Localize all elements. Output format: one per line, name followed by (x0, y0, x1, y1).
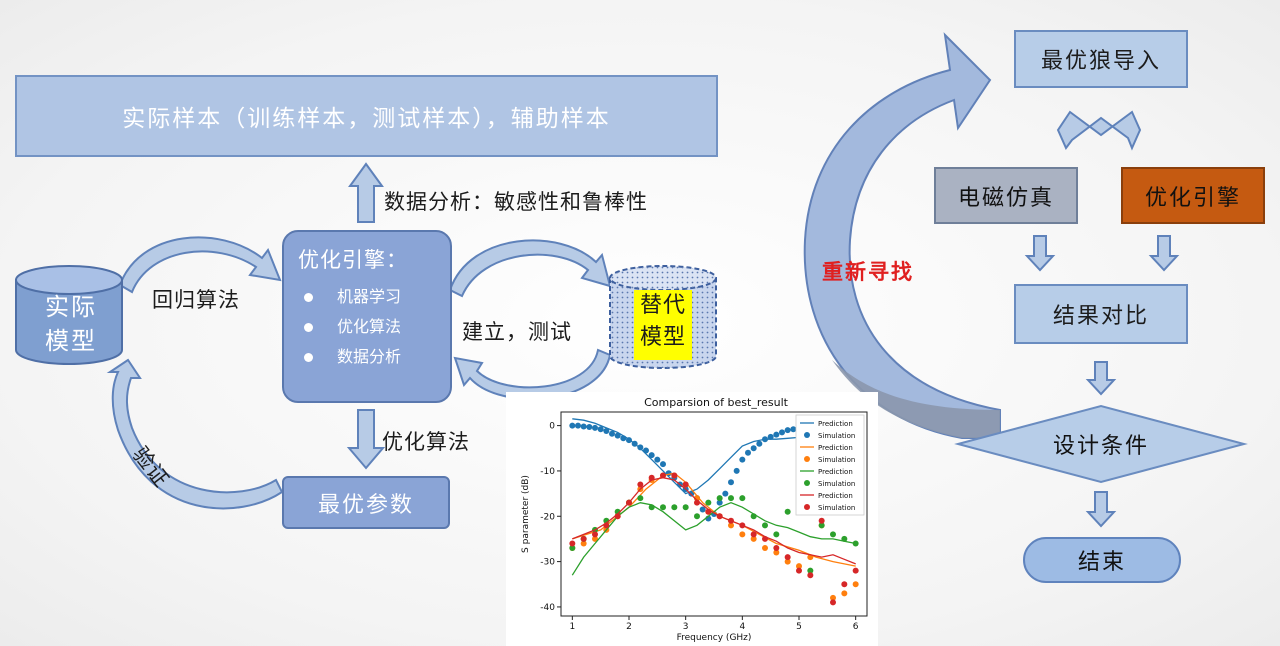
verify-arrow (106, 358, 284, 510)
bullet-icon (304, 352, 313, 362)
design-condition-label: 设计条件 (1052, 434, 1149, 459)
optimization-engine-box: 优化引擎： 机器学习 优化算法 数据分析 (282, 230, 452, 403)
best-params-box: 最优参数 (282, 476, 450, 529)
build-test-label: 建立，测试 (462, 320, 572, 344)
arrow-compare-to-cond (1085, 361, 1117, 396)
em-sim-box: 电磁仿真 (934, 167, 1078, 224)
down-arrow (346, 409, 386, 470)
engine-item: 数据分析 (298, 342, 401, 372)
arrow-cond-to-end (1085, 491, 1117, 528)
opt-engine-box: 优化引擎 (1121, 167, 1265, 224)
test-arrow (453, 348, 612, 400)
wolf-import-box: 最优狼导入 (1014, 30, 1188, 88)
up-arrow (348, 162, 384, 223)
surrogate-model-label: 替代 模型 (634, 290, 692, 360)
actual-model-cylinder (15, 265, 123, 365)
arrow-opt-to-compare (1148, 235, 1180, 272)
regression-label: 回归算法 (152, 288, 240, 312)
optimize-label: 优化算法 (382, 430, 470, 454)
bullet-icon (304, 292, 313, 302)
engine-item: 优化算法 (298, 312, 401, 342)
end-box: 结束 (1023, 537, 1181, 583)
design-condition-diamond (954, 404, 1248, 484)
engine-item: 机器学习 (298, 282, 401, 312)
split-chevron (1056, 110, 1142, 151)
research-label: 重新寻找 (822, 260, 914, 284)
engine-title: 优化引擎： (298, 248, 408, 272)
analysis-label: 数据分析：敏感性和鲁棒性 (384, 190, 648, 214)
samples-box: 实际样本（训练样本，测试样本），辅助样本 (15, 75, 718, 157)
build-arrow (448, 239, 612, 298)
research-curve-arrow (803, 32, 1001, 439)
actual-model-label: 实际 模型 (45, 293, 97, 355)
bullet-icon (304, 322, 313, 332)
arrow-em-to-compare (1024, 235, 1056, 272)
samples-label: 实际样本（训练样本，测试样本），辅助样本 (122, 106, 611, 132)
regression-arrow (118, 236, 282, 294)
compare-box: 结果对比 (1014, 284, 1188, 344)
